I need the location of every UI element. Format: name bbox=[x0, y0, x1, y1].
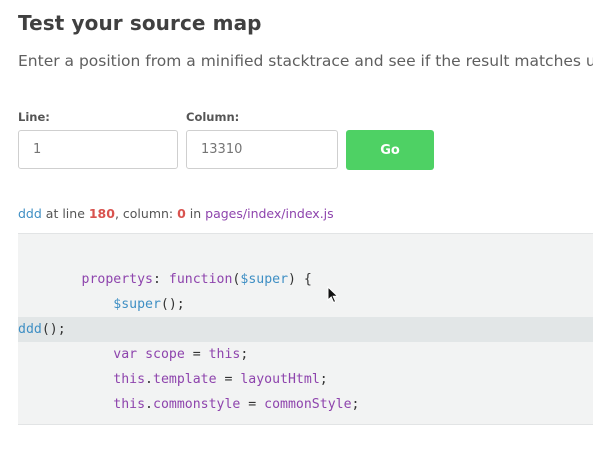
code-line: propertys: function($super) { bbox=[18, 267, 593, 292]
code-line: this.template = layoutHtml; bbox=[18, 367, 593, 392]
go-button[interactable]: Go bbox=[346, 130, 434, 170]
code-token: commonstyle bbox=[153, 397, 241, 412]
code-token: (); bbox=[41, 322, 66, 337]
result-column-text: , column: bbox=[114, 206, 178, 221]
code-token: ( bbox=[232, 272, 241, 287]
result-in-text: in bbox=[185, 206, 206, 221]
result-file-path[interactable]: pages/index/index.js bbox=[205, 206, 334, 221]
code-line-highlighted: ddd(); bbox=[18, 317, 593, 342]
code-token: this bbox=[113, 372, 146, 387]
code-token: this bbox=[208, 347, 241, 362]
code-token: commonStyle bbox=[264, 397, 352, 412]
code-token: = bbox=[240, 397, 265, 412]
code-token: var bbox=[113, 347, 138, 362]
code-token: $super bbox=[240, 272, 289, 287]
code-line: this.commonstyle = commonStyle; bbox=[18, 392, 593, 417]
result-at-line-text: at line bbox=[41, 206, 89, 221]
column-label: Column: bbox=[186, 110, 240, 124]
code-token: template bbox=[153, 372, 217, 387]
code-token: scope bbox=[145, 347, 185, 362]
code-indent bbox=[18, 297, 113, 312]
code-token: . bbox=[145, 372, 153, 387]
code-indent bbox=[18, 347, 113, 362]
code-token: : bbox=[153, 272, 169, 287]
mouse-pointer-icon bbox=[327, 286, 339, 304]
code-token: this bbox=[113, 397, 146, 412]
code-token: = bbox=[216, 372, 241, 387]
page-subtitle: Enter a position from a minified stacktr… bbox=[18, 52, 593, 70]
code-token: ) { bbox=[288, 272, 312, 287]
column-input[interactable] bbox=[186, 130, 338, 169]
line-label: Line: bbox=[18, 110, 50, 124]
code-token: layoutHtml bbox=[240, 372, 320, 387]
code-token bbox=[137, 347, 145, 362]
code-indent bbox=[18, 272, 82, 287]
code-line: $super(); bbox=[18, 292, 593, 317]
code-token: ; bbox=[319, 372, 328, 387]
result-summary: ddd at line 180, column: 0 in pages/inde… bbox=[18, 206, 334, 221]
result-function-name[interactable]: ddd bbox=[18, 206, 42, 221]
code-token: (); bbox=[160, 297, 185, 312]
code-token: $super bbox=[113, 297, 161, 312]
code-token: ; bbox=[351, 397, 360, 412]
code-token: propertys bbox=[81, 272, 153, 287]
code-token: ; bbox=[240, 347, 249, 362]
code-token: function bbox=[168, 272, 233, 287]
code-indent bbox=[18, 397, 113, 412]
result-line-number: 180 bbox=[88, 206, 115, 221]
code-token: . bbox=[145, 397, 153, 412]
code-token: = bbox=[184, 347, 209, 362]
result-column-number: 0 bbox=[177, 206, 186, 221]
code-indent bbox=[18, 372, 113, 387]
code-preview: propertys: function($super) { $super(); … bbox=[18, 233, 593, 425]
code-line: var scope = this; bbox=[18, 342, 593, 367]
line-input[interactable] bbox=[18, 130, 178, 169]
page-title: Test your source map bbox=[18, 11, 262, 35]
code-token: ddd bbox=[18, 322, 42, 337]
